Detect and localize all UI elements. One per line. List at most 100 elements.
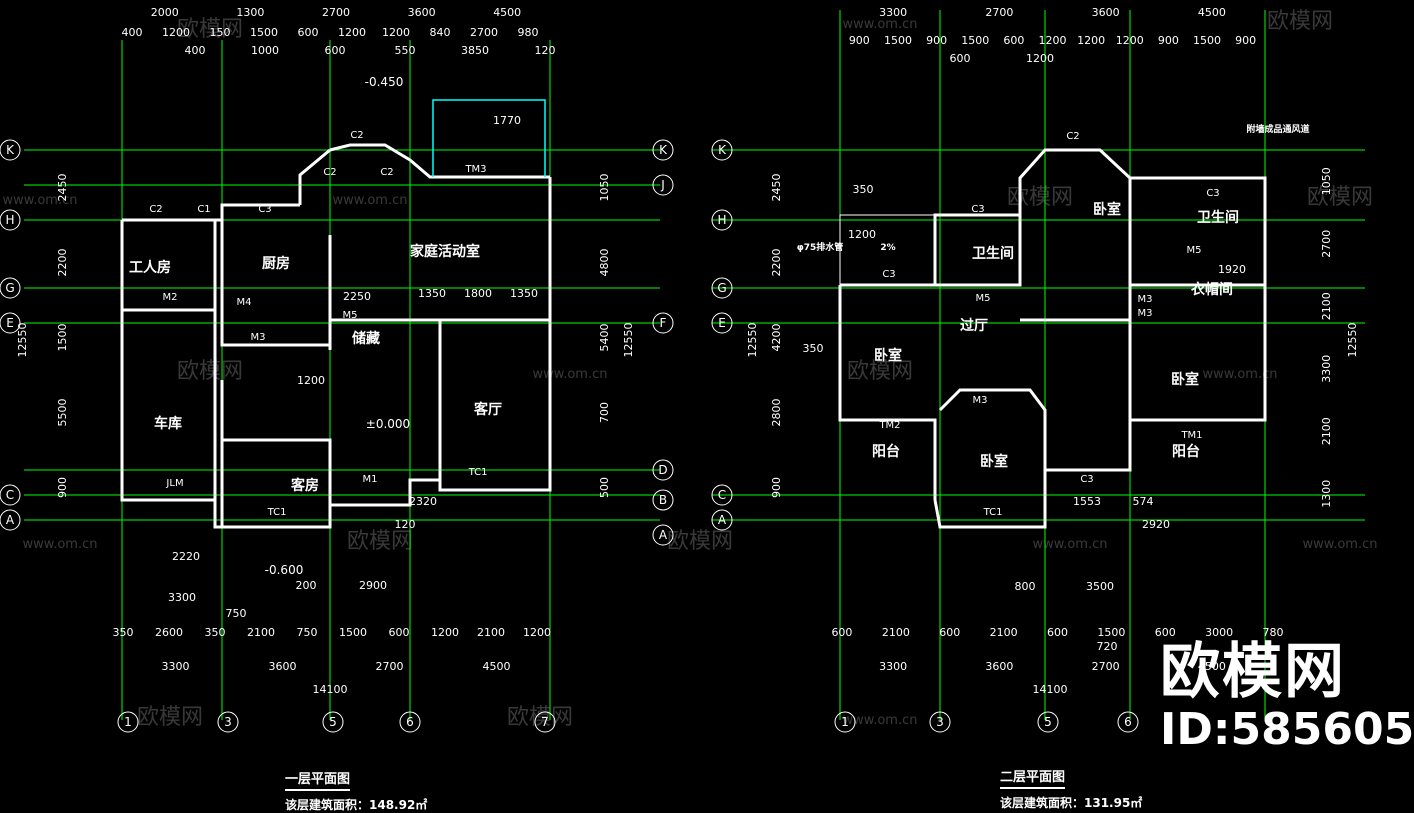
watermark-text: 欧模网 [177, 359, 243, 384]
floor-1-axis-bubble-bottom-label: 6 [406, 715, 414, 729]
floor-1-bottom-dim: 4500 [483, 660, 511, 673]
floor-2-axis-bubble-left [711, 509, 733, 531]
floor-2-axis-bubble-left-label: A [718, 513, 727, 527]
floor-1-left-dim: 900 [56, 477, 69, 498]
floor-1-axis-bubble-left-label: G [5, 281, 14, 295]
floor-1-inner-dim: 2900 [359, 579, 387, 592]
floor-1-left-total: 12550 [16, 323, 29, 358]
floor-1-axis-bubble-right-label: F [660, 316, 667, 330]
floor-1-room-label: 厨房 [262, 255, 290, 272]
floor-1-opening-label: C2 [350, 130, 363, 141]
floor-1-opening-label: C2 [380, 167, 393, 178]
floor-2-bottom-total: 14100 [1033, 683, 1068, 696]
floor-2-right-dim: 3300 [1320, 355, 1333, 383]
watermark-text: www.om.cn [333, 193, 408, 208]
floor-1-top-dim: 400 [185, 44, 206, 57]
floor-2-axis-bubble-left-label: E [718, 316, 726, 330]
floor-2-top-dim: 1500 [961, 34, 989, 47]
watermark-text: 欧模网 [507, 705, 573, 730]
floor-2-axis-bubble-bottom [834, 711, 856, 733]
floor-1-axis-bubble-right-label: B [659, 493, 667, 507]
watermark-text: 欧模网 [137, 705, 203, 730]
floor-1-axis-bubble-left [0, 277, 21, 299]
floor-2-room-label: 阳台 [1172, 443, 1200, 460]
floor-1-axis-bubble-bottom-label: 7 [541, 715, 549, 729]
floor-2-opening-label: M3 [1138, 308, 1153, 319]
floor-2-axis-bubble-left-label: K [718, 143, 727, 157]
floor-1-axis-bubble-bottom [399, 711, 421, 733]
floor-1-axis-bubble-bottom-label: 3 [224, 715, 232, 729]
floor-1-room-label: 车库 [154, 415, 182, 432]
floor-2-inner-dim: 720 [1097, 640, 1118, 653]
watermark-badge: 欧模网 ID:585605 [1160, 637, 1414, 756]
floor-1-bottom-dim: 350 [113, 626, 134, 639]
floor-2-opening-label: M5 [1187, 245, 1202, 256]
floor-2-opening-label: TM2 [878, 420, 900, 431]
floor-1-inner-dim: 2250 [343, 290, 371, 303]
floor-1-top-dim: 2700 [470, 26, 498, 39]
floor-2-left-dim: 2200 [770, 249, 783, 277]
floor-1-opening-label: C2 [323, 167, 336, 178]
floor-1-opening-label: TM3 [464, 164, 486, 175]
floor-2-axis-bubble-left [711, 209, 733, 231]
floor-2-room-label: 卧室 [1171, 371, 1199, 388]
floor-2-inner-dim: 3500 [1086, 580, 1114, 593]
floor-1-opening-label: TC1 [468, 467, 488, 478]
floor-1-left-dim: 1500 [56, 324, 69, 352]
floor-2-left-total: 12550 [746, 323, 759, 358]
floor-2-room-label: 衣帽间 [1191, 281, 1233, 298]
floor-2-axis-bubble-left [711, 139, 733, 161]
floor-1-inner-dim: 1200 [297, 374, 325, 387]
floor-1-axis-bubble-left [0, 484, 21, 506]
watermark-text: www.om.cn [1033, 537, 1108, 552]
watermark-id: ID:585605 [1160, 704, 1414, 755]
floor-2-room-label: 卧室 [1093, 201, 1121, 218]
floor-1-axis-bubble-left [0, 209, 21, 231]
floor-1-bottom-dim: 2100 [477, 626, 505, 639]
floor-2-top-dim: 900 [1158, 34, 1179, 47]
floor-1-axis-bubble-left-label: E [6, 316, 14, 330]
floor-2-bottom-dim: 2100 [990, 626, 1018, 639]
floor-1-bottom-dim: 1200 [431, 626, 459, 639]
floor-1-top-dim: 840 [430, 26, 451, 39]
floor-2-axis-bubble-bottom [1037, 711, 1059, 733]
floor-2-note: 2% [880, 243, 895, 253]
floor-1-top-dim: 1200 [382, 26, 410, 39]
floor-2-note: 附墙成品通风道 [1246, 123, 1309, 135]
floor-2-axis-bubble-left [711, 277, 733, 299]
floor-2-bottom-dim: 3000 [1205, 626, 1233, 639]
watermark-text: 欧模网 [1307, 185, 1373, 210]
floor-1-bottom-dim: 2100 [247, 626, 275, 639]
watermark-text: 欧模网 [177, 17, 243, 42]
floor-1-axis-bubble-right [652, 459, 674, 481]
floor-1-top-dim: 3850 [461, 44, 489, 57]
floor-1-right-dim: 1050 [598, 174, 611, 202]
floor-2-axis-bubble-bottom [1117, 711, 1139, 733]
floor-2-walls [838, 148, 1267, 529]
floor-2-axis-bubble-left-label: H [717, 213, 726, 227]
floor-2-top-dim: 1200 [1026, 52, 1054, 65]
floor-2-top-dim: 2700 [985, 6, 1013, 19]
floor-2-right-dim: 2100 [1320, 292, 1333, 320]
floor-2-top-dim: 3300 [879, 6, 907, 19]
floor-2-bottom-dim: 780 [1263, 626, 1284, 639]
watermark-text: 欧模网 [347, 529, 413, 554]
watermark-text: www.om.cn [1203, 367, 1278, 382]
floor-2-bottom-dim: 600 [939, 626, 960, 639]
floor-1-inner-dim: 1800 [464, 287, 492, 300]
floor-1-axis-bubble-bottom [534, 711, 556, 733]
floor-2-title: 二层平面图 [1000, 770, 1066, 789]
floor-2-opening-label: C3 [882, 269, 895, 280]
floor-1-right-dim: 500 [598, 477, 611, 498]
watermark-brand: 欧模网 [1160, 637, 1346, 707]
floor-1-inner-dim: 750 [226, 607, 247, 620]
floor-1-bottom-total: 14100 [313, 683, 348, 696]
floor-1-bottom-dim: 2600 [155, 626, 183, 639]
floor-1-opening-label: M1 [363, 474, 378, 485]
floor-2-left-dim: 900 [770, 477, 783, 498]
floor-1-top-dim: 150 [210, 26, 231, 39]
floor-1-axis-bubble-right [652, 489, 674, 511]
floor-1-bottom-dim: 1200 [523, 626, 551, 639]
floor-2-note: φ75排水管 [797, 241, 844, 253]
